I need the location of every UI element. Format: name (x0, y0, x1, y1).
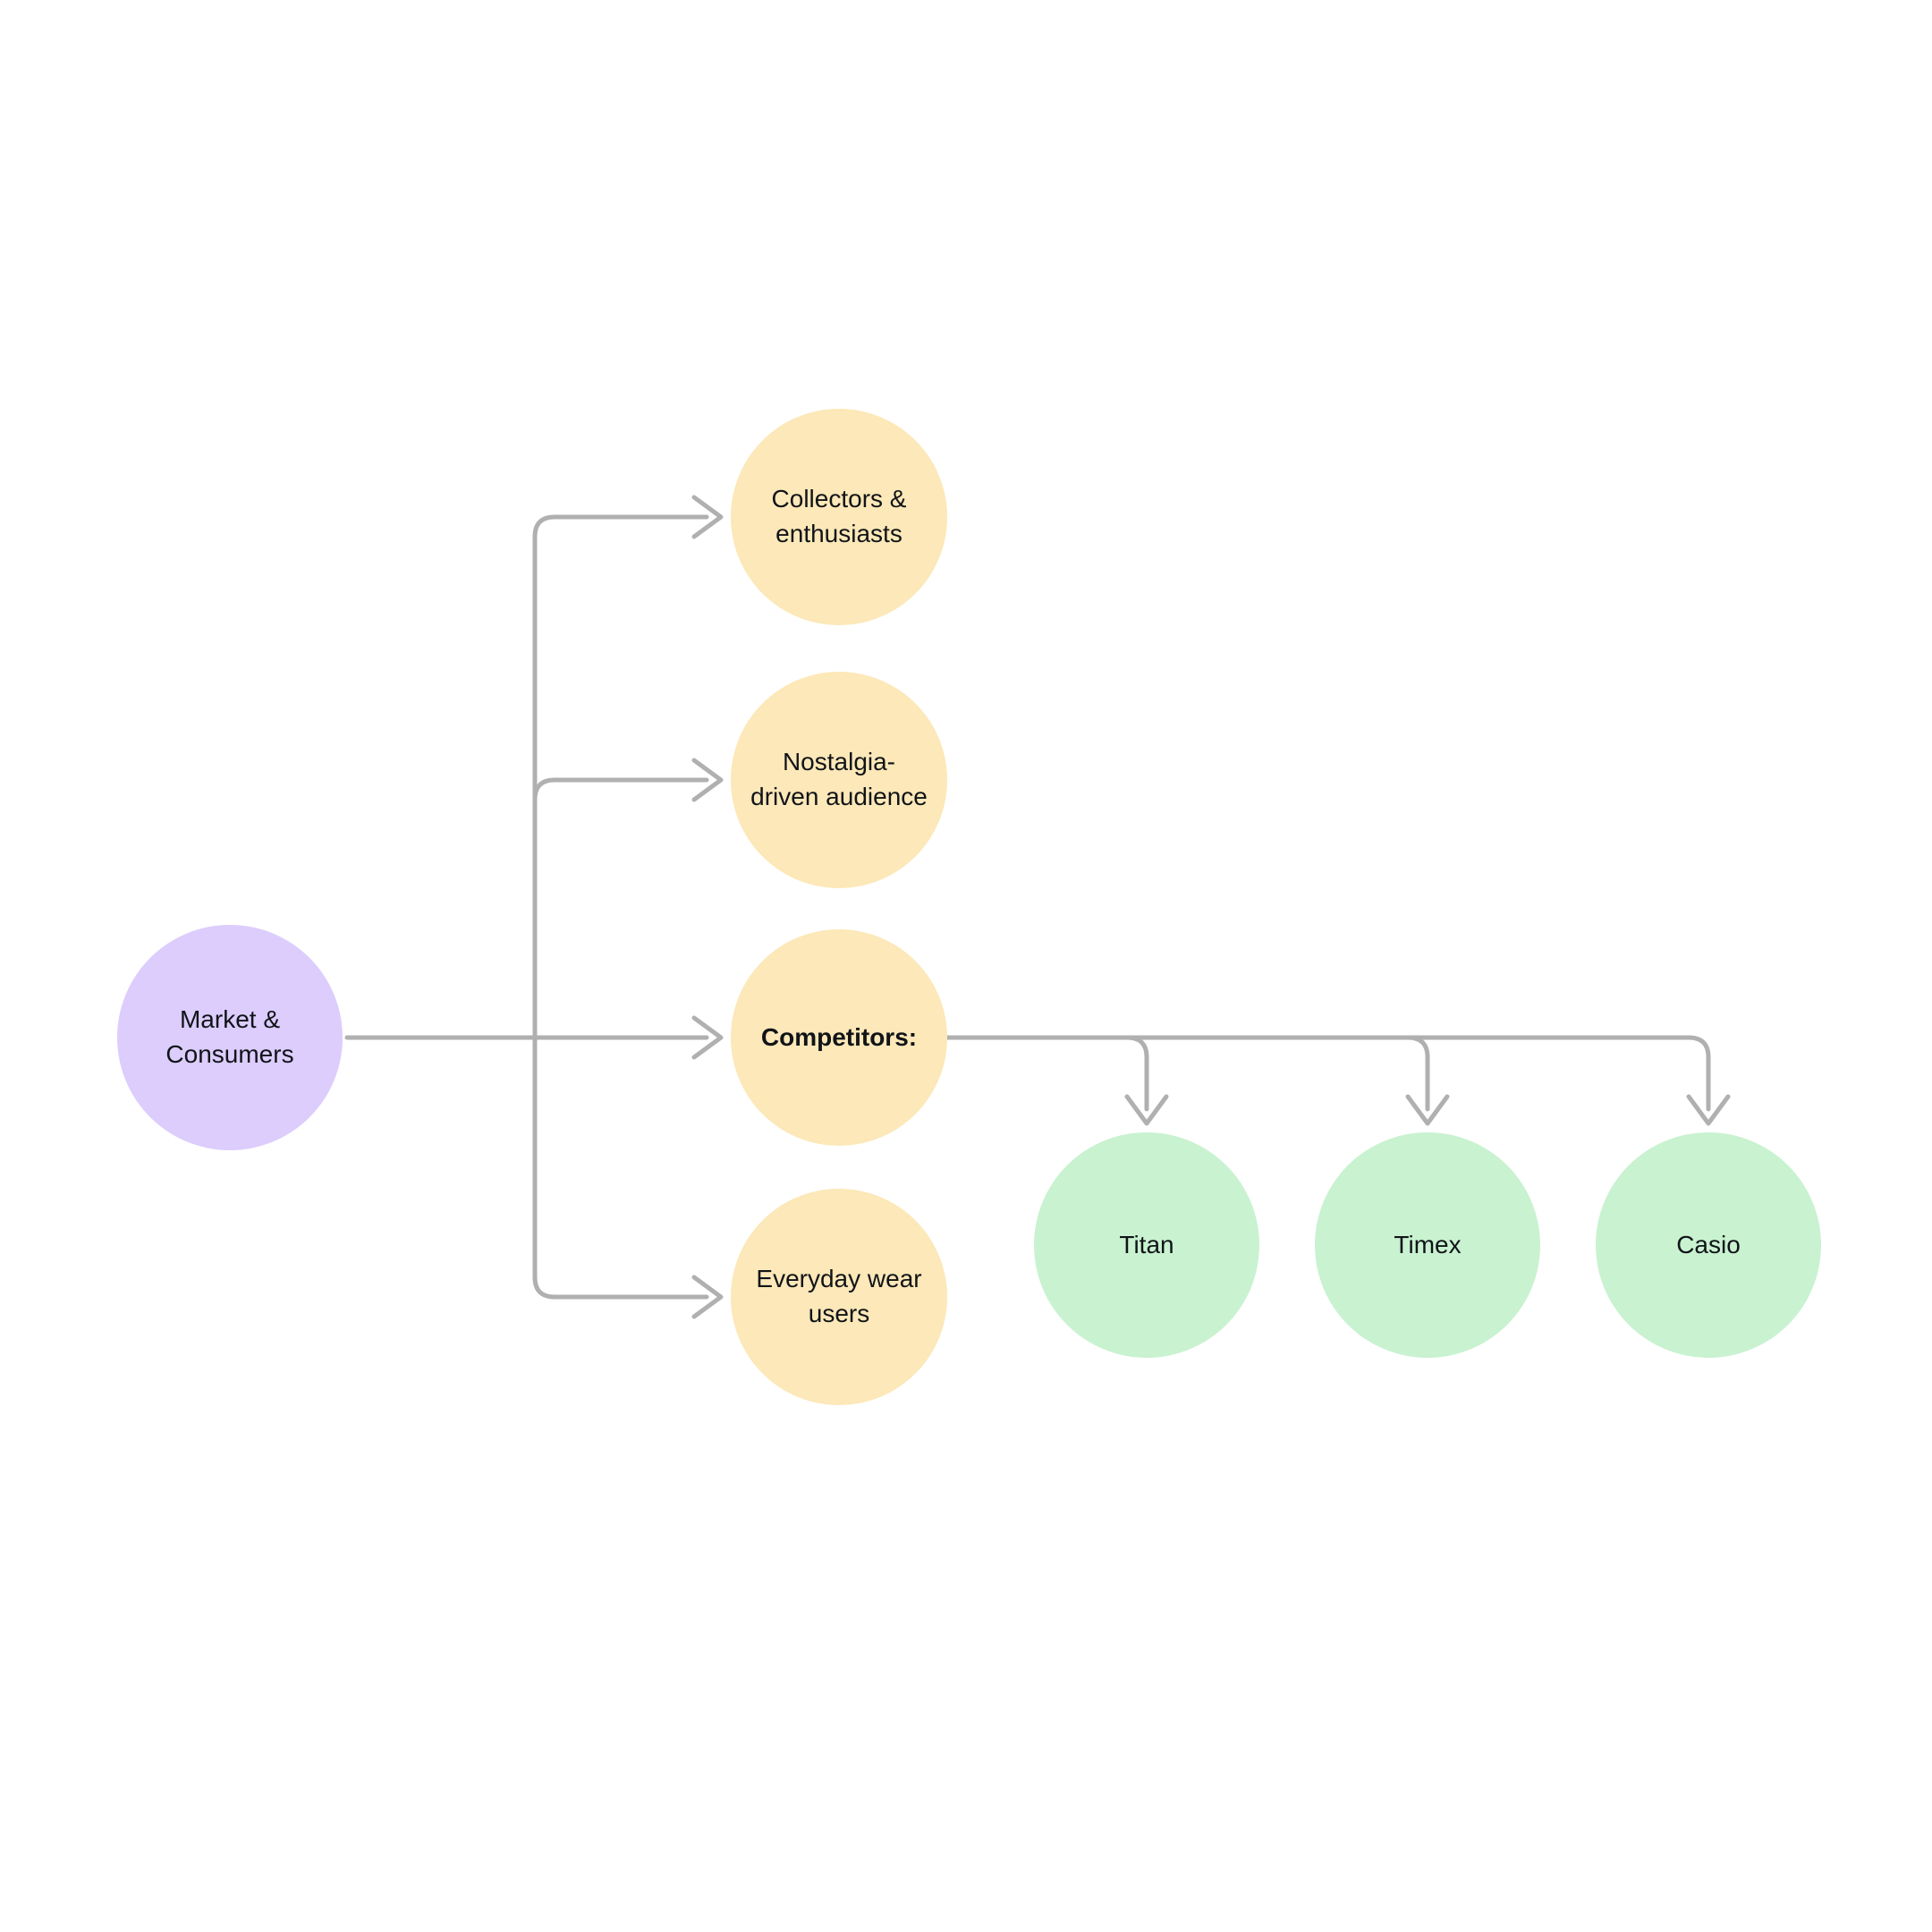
edge-spine-to-collectors (532, 514, 709, 1040)
edge-competitors-to-timex (945, 1035, 1430, 1112)
arrowhead-competitors (691, 1015, 724, 1060)
node-label: Market & Consumers (165, 1005, 294, 1068)
node-timex[interactable]: Timex (1315, 1132, 1540, 1358)
node-label: Titan (1119, 1230, 1174, 1258)
arrowhead-timex (1405, 1094, 1450, 1126)
node-titan[interactable]: Titan (1034, 1132, 1259, 1358)
node-competitors[interactable]: Competitors: (731, 929, 947, 1146)
node-label: Casio (1676, 1230, 1741, 1258)
node-label: Collectors & enthusiasts (771, 485, 907, 547)
node-market-consumers[interactable]: Market & Consumers (117, 925, 343, 1150)
edge-spine-to-nostalgia (532, 777, 709, 1040)
node-casio[interactable]: Casio (1596, 1132, 1821, 1358)
node-nostalgia-driven-audience[interactable]: Nostalgia- driven audience (731, 672, 947, 888)
node-everyday-wear-users[interactable]: Everyday wear users (731, 1189, 947, 1405)
edge-competitors-to-titan (945, 1035, 1149, 1112)
node-collectors-enthusiasts[interactable]: Collectors & enthusiasts (731, 409, 947, 625)
node-label: Competitors: (760, 1022, 918, 1051)
arrowhead-everyday (691, 1275, 724, 1319)
arrowhead-titan (1124, 1094, 1169, 1126)
node-label: Everyday wear users (756, 1265, 922, 1327)
arrowhead-casio (1686, 1094, 1731, 1126)
node-label: Nostalgia- driven audience (750, 748, 928, 810)
edge-competitors-to-casio (945, 1035, 1711, 1112)
node-label: Timex (1394, 1230, 1462, 1258)
arrowhead-nostalgia (691, 758, 724, 802)
arrowhead-collectors (691, 495, 724, 539)
edge-spine-to-everyday (532, 1035, 709, 1300)
